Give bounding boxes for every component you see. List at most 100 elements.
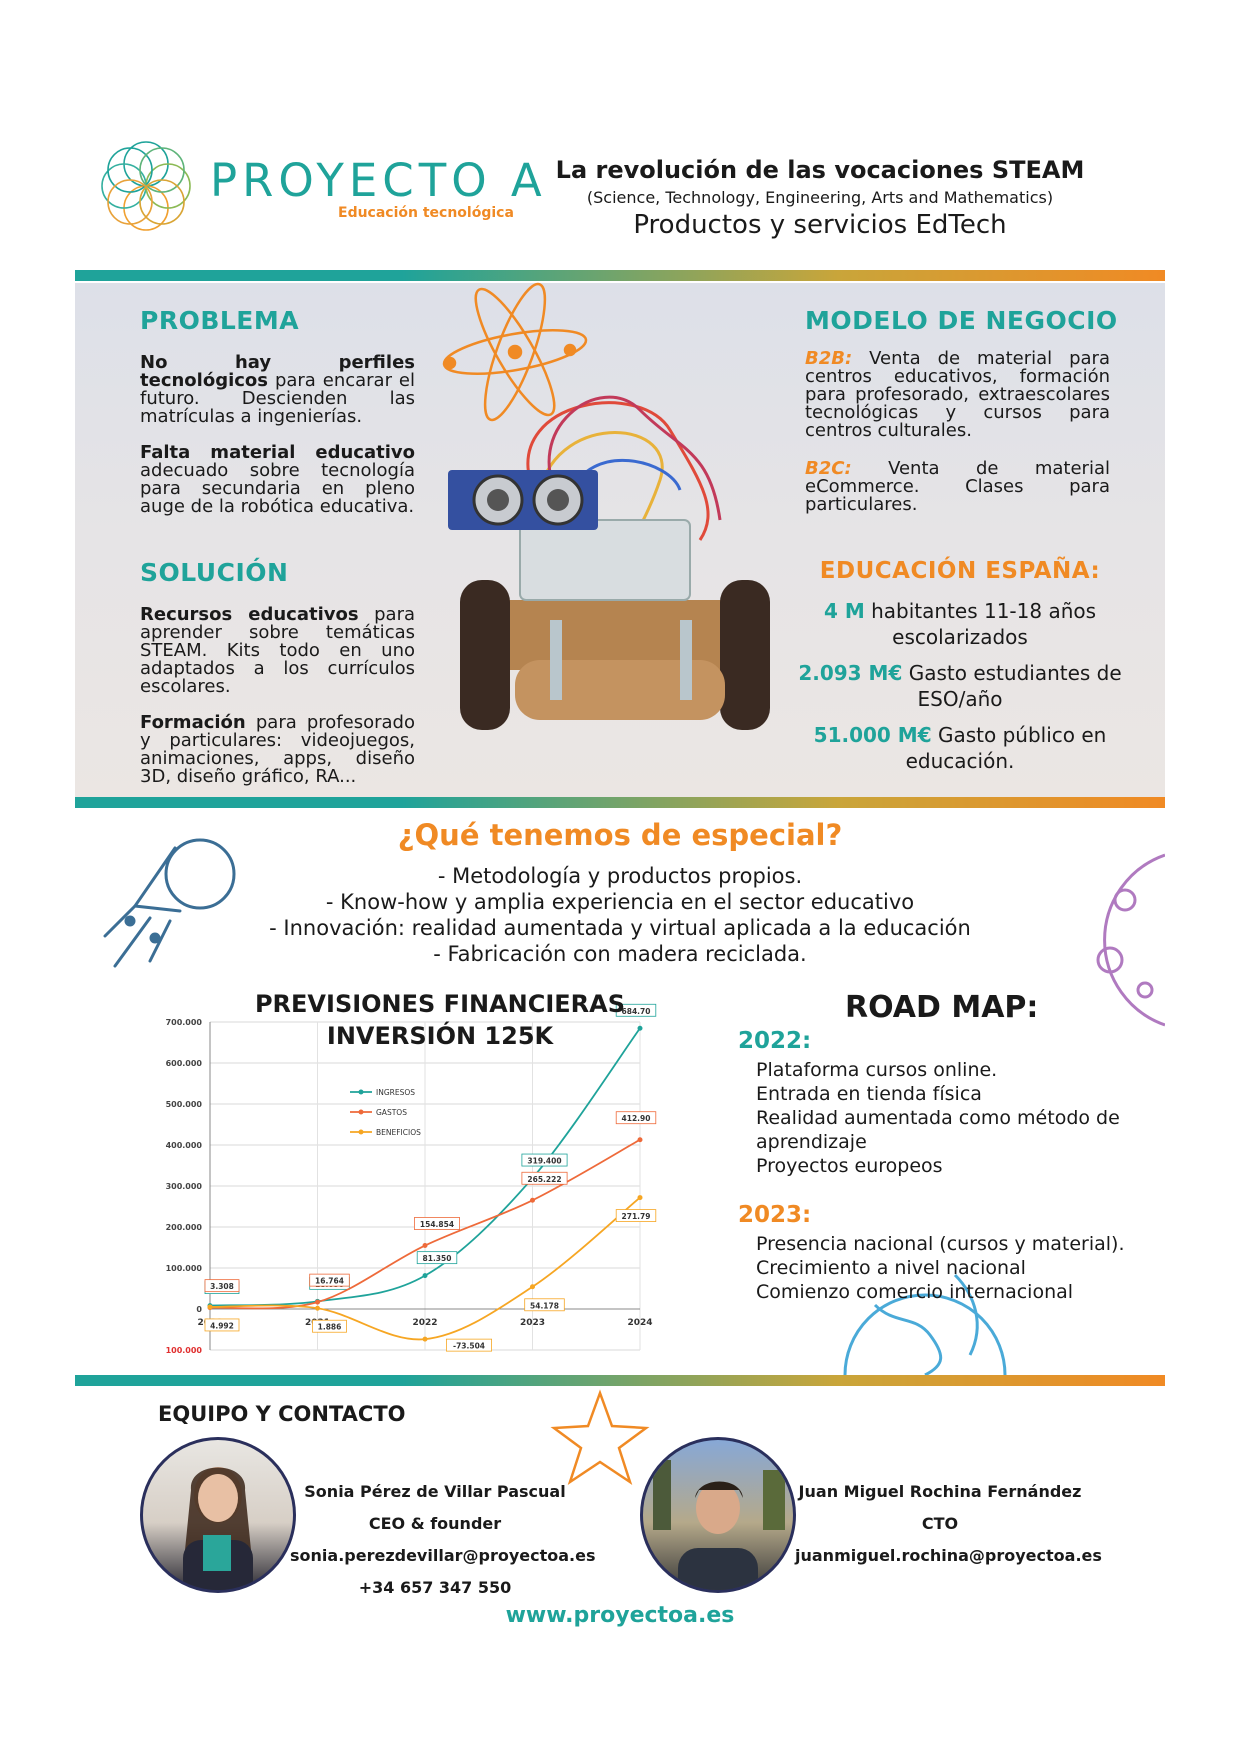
solucion-title: SOLUCIÓN	[140, 558, 289, 587]
data-label-beneficios: 1.886	[318, 1323, 342, 1332]
stat-2: 2.093 M€ Gasto estudiantes de ESO/año	[790, 660, 1130, 712]
data-point-gastos	[637, 1137, 643, 1143]
b2c-text: Venta de material eCommerce. Clases para…	[805, 458, 1110, 515]
problema-p1-text: para encarar el futuro. Descienden las m…	[140, 370, 415, 427]
data-point-beneficios	[422, 1336, 428, 1342]
roadmap-2022-item-4: Proyectos europeos	[756, 1155, 943, 1177]
stat-3-num: 51.000 M€	[813, 723, 932, 747]
planet-decoration-icon	[1096, 853, 1165, 1027]
especial-title: ¿Qué tenemos de especial?	[397, 818, 843, 852]
data-label-box	[521, 1171, 568, 1185]
data-label-ingresos: 81.350	[423, 1254, 452, 1263]
modelo-title: MODELO DE NEGOCIO	[805, 306, 1118, 335]
data-point-ingresos	[637, 1025, 643, 1031]
juan-role: CTO	[921, 1514, 959, 1533]
rocket-satellite-icon	[103, 838, 236, 968]
data-label-box	[204, 1318, 240, 1332]
finanzas-title-2: INVERSIÓN 125K	[326, 1022, 554, 1050]
data-label-gastos: 412.90	[622, 1114, 651, 1123]
data-label-beneficios: -73.504	[453, 1342, 485, 1351]
data-point-beneficios	[637, 1195, 643, 1201]
educacion-title: EDUCACIÓN ESPAÑA:	[819, 558, 1101, 584]
person-icon	[183, 1467, 253, 1590]
series-line-ingresos	[209, 1027, 641, 1307]
sonia-phone-link[interactable]: +34 657 347 550	[358, 1578, 512, 1597]
y-tick-label: 100.000	[166, 1264, 203, 1273]
brand-name: PROYECTO A	[210, 154, 547, 207]
divider-top	[75, 270, 1165, 281]
avatar-sonia	[140, 1437, 296, 1593]
especial-item-2: - Know-how y amplia experiencia en el se…	[325, 890, 915, 914]
roadmap-2023-item-3: Comienzo comercio internacional	[756, 1281, 1074, 1303]
y-tick-label: 500.000	[166, 1100, 203, 1109]
data-point-beneficios	[207, 1304, 213, 1310]
modelo-b2c: B2C: Venta de material eCommerce. Clases…	[805, 460, 1110, 514]
data-label-beneficios: 54.178	[530, 1301, 559, 1310]
brand-logo	[98, 138, 194, 234]
data-point-gastos	[315, 1299, 320, 1305]
data-label-gastos: 16.764	[315, 1277, 344, 1286]
stat-1-num: 4 M	[823, 599, 865, 623]
modelo-b2b: B2B: Venta de material para centros educ…	[805, 350, 1110, 440]
globe-decoration-icon	[843, 1273, 1007, 1377]
data-label-box	[204, 1279, 240, 1293]
contact-sonia: Sonia Pérez de Villar Pascual CEO & foun…	[290, 1476, 596, 1604]
legend-marker	[358, 1109, 364, 1115]
b2b-label: B2B:	[805, 348, 853, 369]
especial-item-3: - Innovación: realidad aumentada y virtu…	[269, 916, 971, 940]
roadmap-2023-label: 2023:	[738, 1202, 812, 1228]
legend-label: INGRESOS	[376, 1088, 415, 1097]
stat-2-num: 2.093 M€	[798, 661, 903, 685]
person-icon	[653, 1460, 785, 1590]
atom-icon	[442, 282, 588, 422]
y-tick-label: 300.000	[166, 1182, 203, 1191]
b2b-text: Venta de material para centros educativo…	[805, 348, 1110, 441]
divider-band-bottom	[75, 797, 1165, 808]
problema-p2-bold: Falta material educativo	[140, 442, 415, 463]
website-link[interactable]: www.proyectoa.es	[505, 1603, 735, 1628]
roadmap-2022-item-3: Realidad aumentada como método de aprend…	[756, 1107, 1120, 1153]
headline-sub2: Productos y servicios EdTech	[633, 210, 1007, 240]
data-label-box	[615, 1003, 657, 1017]
juan-email-link[interactable]: juanmiguel.rochina@proyectoa.es	[795, 1546, 1102, 1565]
juan-name: Juan Miguel Rochina Fernández	[798, 1482, 1082, 1501]
problema-p1-bold: No hay perfiles tecnológicos	[140, 352, 415, 391]
equipo-title: EQUIPO Y CONTACTO	[158, 1402, 406, 1426]
data-label-box	[524, 1298, 565, 1312]
roadmap-2023-item-2: Crecimiento a nivel nacional	[756, 1257, 1026, 1279]
data-point-gastos	[530, 1197, 535, 1203]
roadmap-2022-label: 2022:	[738, 1028, 812, 1054]
problema-p2: Falta material educativo adecuado sobre …	[140, 444, 415, 516]
sonia-email-link[interactable]: sonia.perezdevillar@proyectoa.es	[290, 1546, 596, 1565]
stat-3: 51.000 M€ Gasto público en educación.	[790, 722, 1130, 774]
stat-1: 4 M habitantes 11-18 años escolarizados	[790, 598, 1130, 650]
stat-1-text: habitantes 11-18 años escolarizados	[871, 599, 1097, 649]
data-label-gastos: 265.222	[527, 1175, 561, 1184]
data-label-box	[413, 1217, 460, 1230]
data-label-box	[445, 1338, 492, 1352]
problema-p1: No hay perfiles tecnológicos para encara…	[140, 354, 415, 426]
data-point-beneficios	[530, 1284, 535, 1290]
y-tick-label: 100.000	[166, 1346, 203, 1355]
data-label-box	[615, 1209, 657, 1222]
data-label-box	[312, 1319, 347, 1333]
x-tick-label: 2023	[520, 1318, 545, 1328]
stat-2-text: Gasto estudiantes de ESO/año	[908, 661, 1122, 711]
legend-label: BENEFICIOS	[376, 1128, 421, 1137]
logo-rosette-icon	[101, 141, 191, 231]
y-tick-label: 0	[196, 1305, 202, 1314]
y-tick-label: 400.000	[166, 1141, 203, 1150]
solucion-p2-bold: Formación	[140, 712, 246, 733]
data-label-box	[615, 1111, 657, 1125]
data-label-gastos: 3.308	[210, 1282, 234, 1291]
stat-3-text: Gasto público en educación.	[905, 723, 1107, 773]
solucion-p1-text: para aprender sobre temáticas STEAM. Kit…	[140, 604, 415, 697]
solucion-p1: Recursos educativos para aprender sobre …	[140, 606, 415, 696]
legend-label: GASTOS	[376, 1108, 407, 1117]
x-tick-label: 2022	[412, 1318, 437, 1328]
problema-title: PROBLEMA	[140, 306, 300, 335]
data-point-beneficios	[315, 1305, 320, 1311]
contact-juan-miguel: Juan Miguel Rochina Fernández CTO juanmi…	[795, 1476, 1102, 1572]
y-tick-label: 600.000	[166, 1059, 203, 1068]
especial-item-1: - Metodología y productos propios.	[437, 864, 803, 888]
